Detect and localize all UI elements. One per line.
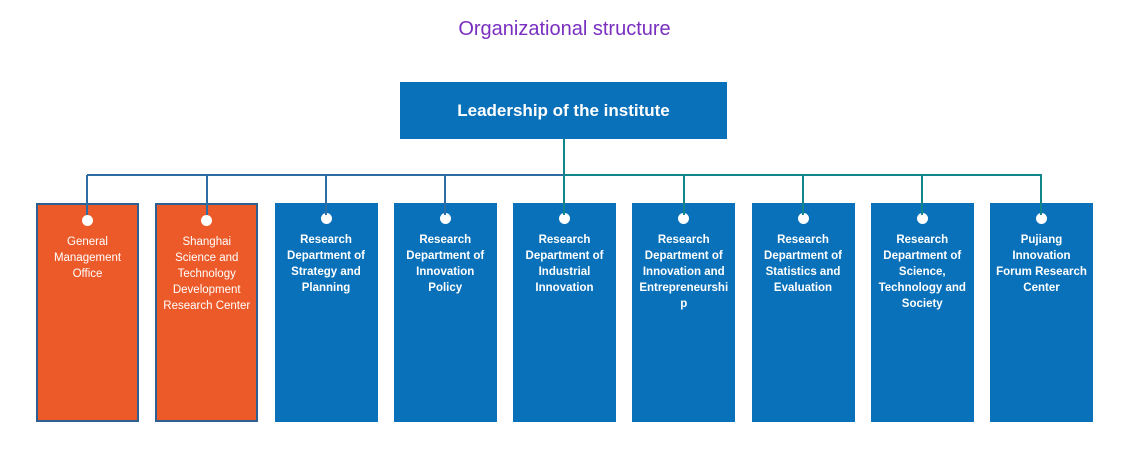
- node-bullet-icon: [678, 213, 690, 224]
- org-node-pujiang-innovation-forum-research-center: Pujiang Innovation Forum Research Center: [990, 203, 1093, 422]
- connector-drop-9: [1040, 175, 1042, 215]
- org-node-label: Research Department of Science, Technolo…: [878, 234, 966, 310]
- org-node-strategy-and-planning: Research Department of Strategy and Plan…: [274, 203, 378, 422]
- org-node-innovation-and-entrepreneurship: Research Department of Innovation and En…: [632, 203, 736, 422]
- node-bullet-icon: [1036, 213, 1047, 224]
- node-bullet-icon: [82, 215, 93, 226]
- org-node-label: Research Department of Innovation Policy: [406, 234, 485, 294]
- node-bullet-icon: [797, 213, 809, 224]
- org-node-science-technology-and-society: Research Department of Science, Technolo…: [870, 203, 974, 422]
- org-children-row: General Management Office Shanghai Scien…: [36, 203, 1093, 422]
- org-node-leadership: Leadership of the institute: [400, 82, 727, 139]
- org-node-label: Research Department of Statistics and Ev…: [764, 234, 842, 294]
- org-node-label: Research Department of Industrial Innova…: [525, 234, 604, 294]
- org-node-shanghai-st-development-research-center: Shanghai Science and Technology Developm…: [155, 203, 259, 422]
- node-bullet-icon: [201, 215, 213, 226]
- org-node-label: Leadership of the institute: [457, 100, 670, 120]
- connector-drop-6: [683, 175, 685, 215]
- node-bullet-icon: [439, 213, 451, 224]
- node-bullet-icon: [916, 213, 928, 224]
- org-node-label: Research Department of Strategy and Plan…: [287, 234, 365, 294]
- org-node-label: Shanghai Science and Technology Developm…: [163, 236, 251, 312]
- org-node-label: Pujiang Innovation Forum Research Center: [996, 234, 1087, 294]
- org-node-industrial-innovation: Research Department of Industrial Innova…: [513, 203, 616, 422]
- chart-title: Organizational structure: [458, 18, 671, 40]
- connector-drop-5: [563, 175, 565, 215]
- node-bullet-icon: [320, 213, 332, 224]
- org-node-label: Research Department of Innovation and En…: [639, 234, 729, 310]
- connector-drop-7: [802, 175, 804, 215]
- connector-drop-4: [444, 175, 446, 215]
- connector-stem: [563, 139, 565, 175]
- org-node-general-management-office: General Management Office: [36, 203, 139, 422]
- connector-drop-1: [86, 175, 88, 215]
- connector-drop-2: [206, 175, 208, 215]
- org-node-statistics-and-evaluation: Research Department of Statistics and Ev…: [751, 203, 855, 422]
- org-node-innovation-policy: Research Department of Innovation Policy: [393, 203, 497, 422]
- node-bullet-icon: [559, 213, 570, 224]
- connector-drop-8: [921, 175, 923, 215]
- org-node-label: General Management Office: [53, 236, 122, 280]
- connector-drop-3: [325, 175, 327, 215]
